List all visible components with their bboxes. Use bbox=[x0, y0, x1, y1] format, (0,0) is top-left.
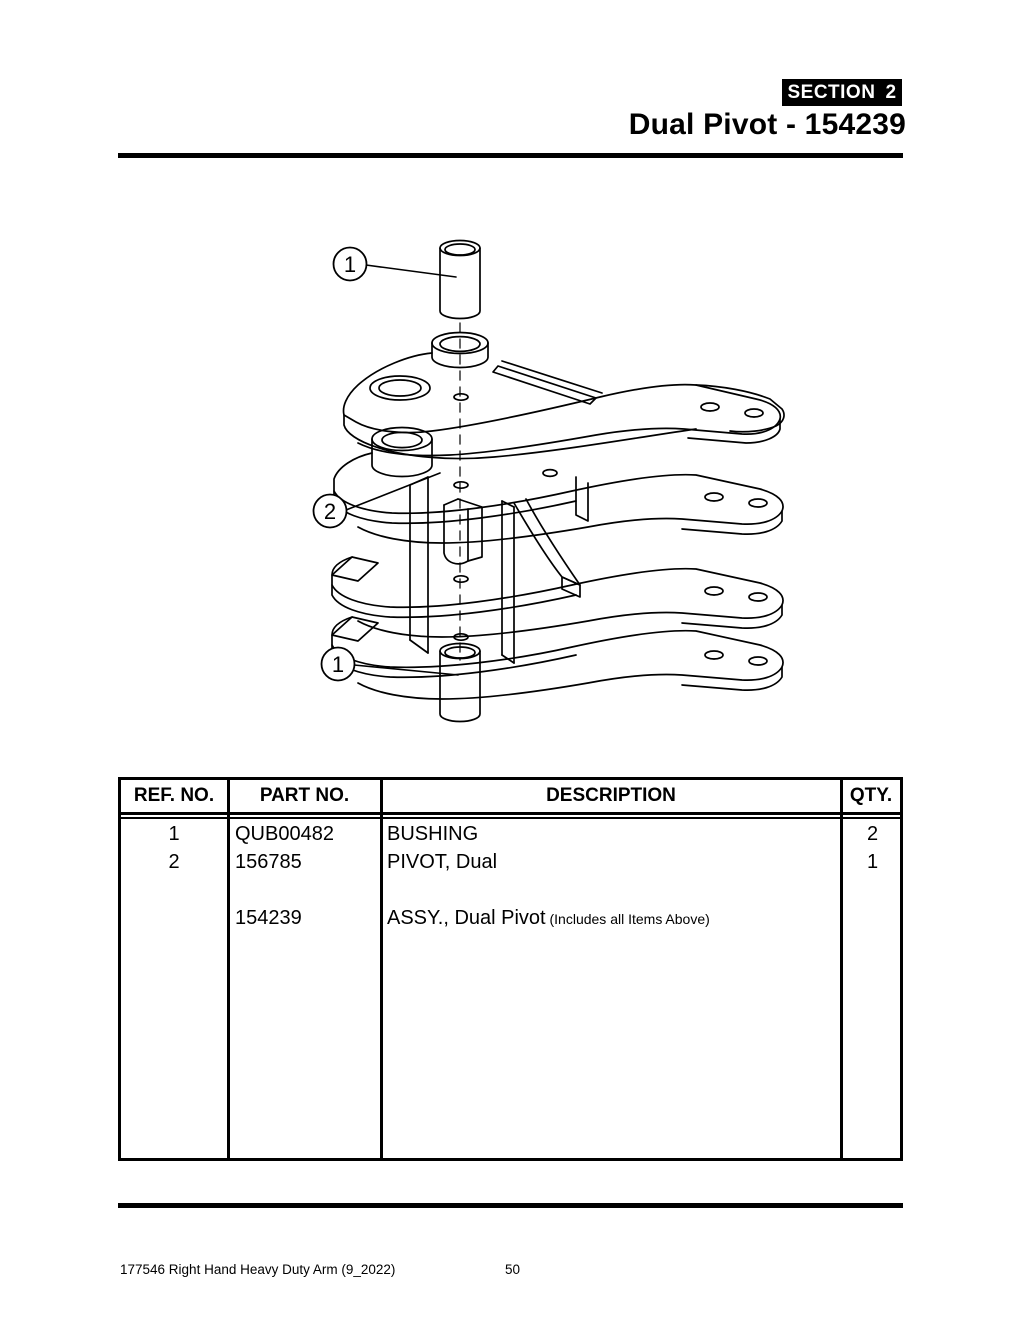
column-header-part-no: PART NO. bbox=[259, 785, 350, 806]
page-title: Dual Pivot - 154239 bbox=[628, 108, 906, 141]
header-rule bbox=[118, 153, 903, 158]
column-header-ref-no: REF. NO. bbox=[133, 785, 215, 806]
callout-middle-label: 2 bbox=[324, 499, 336, 524]
table-row: 1 QUB00482 BUSHING 2 bbox=[121, 823, 900, 850]
bushing-bottom bbox=[439, 642, 481, 723]
callout-bottom-label: 1 bbox=[332, 652, 344, 677]
section-badge-number: 2 bbox=[885, 81, 897, 103]
cell-description-assembly: ASSY., Dual Pivot (Includes all Items Ab… bbox=[387, 907, 837, 930]
footer-rule bbox=[118, 1203, 903, 1208]
exploded-assembly-diagram: 1 2 1 bbox=[110, 185, 920, 760]
table-body: 1 QUB00482 BUSHING 2 2 156785 PIVOT, Dua… bbox=[121, 819, 900, 1158]
cell-part-no: QUB00482 bbox=[235, 823, 334, 845]
leader-line-bottom bbox=[353, 664, 459, 676]
cell-ref-no: 2 bbox=[168, 851, 180, 873]
column-header-qty: QTY. bbox=[849, 785, 893, 806]
column-header-description: DESCRIPTION bbox=[546, 785, 676, 806]
bushing-top bbox=[439, 239, 481, 320]
cell-qty: 2 bbox=[866, 823, 879, 845]
callout-top: 1 bbox=[332, 246, 368, 282]
arm-plate-lower-1 bbox=[331, 556, 784, 638]
cell-description: ASSY., Dual Pivot bbox=[387, 907, 546, 929]
section-badge-label: SECTION bbox=[787, 81, 876, 103]
leader-line-middle bbox=[345, 472, 441, 511]
table-header-row: REF. NO. PART NO. DESCRIPTION QTY. bbox=[121, 780, 900, 812]
callout-middle: 2 bbox=[312, 493, 348, 529]
callout-top-label: 1 bbox=[344, 252, 356, 277]
pivot-boss-top bbox=[431, 331, 489, 369]
cell-description-note: (Includes all Items Above) bbox=[545, 911, 710, 927]
cell-ref-no: 1 bbox=[168, 823, 180, 845]
section-badge: SECTION 2 bbox=[782, 79, 902, 106]
arm-plate-lower-2 bbox=[331, 616, 784, 700]
leader-line-top bbox=[365, 264, 457, 278]
header-separator-thin bbox=[121, 817, 900, 819]
cell-part-no: 156785 bbox=[235, 851, 302, 873]
cell-part-no: 154239 bbox=[235, 907, 302, 929]
footer-page-number: 50 bbox=[505, 1262, 521, 1277]
table-row: 154239 ASSY., Dual Pivot (Includes all I… bbox=[121, 907, 900, 934]
column-divider-ref-part bbox=[227, 780, 230, 1158]
cell-description: PIVOT, Dual bbox=[387, 851, 498, 873]
arm-plate-upper-1 bbox=[342, 352, 785, 460]
parts-table: REF. NO. PART NO. DESCRIPTION QTY. 1 QUB… bbox=[118, 777, 903, 1161]
callout-bottom: 1 bbox=[320, 646, 356, 682]
pivot-hub-boss bbox=[371, 426, 433, 478]
header-separator-thick bbox=[121, 812, 900, 815]
arm-plate-upper-2 bbox=[333, 452, 784, 544]
table-row: 2 156785 PIVOT, Dual 1 bbox=[121, 851, 900, 878]
column-divider-desc-qty bbox=[840, 780, 843, 1158]
cell-description: BUSHING bbox=[387, 823, 479, 845]
footer-document-label: 177546 Right Hand Heavy Duty Arm (9_2022… bbox=[120, 1262, 396, 1277]
column-divider-part-desc bbox=[380, 780, 383, 1158]
cell-qty: 1 bbox=[866, 851, 879, 873]
